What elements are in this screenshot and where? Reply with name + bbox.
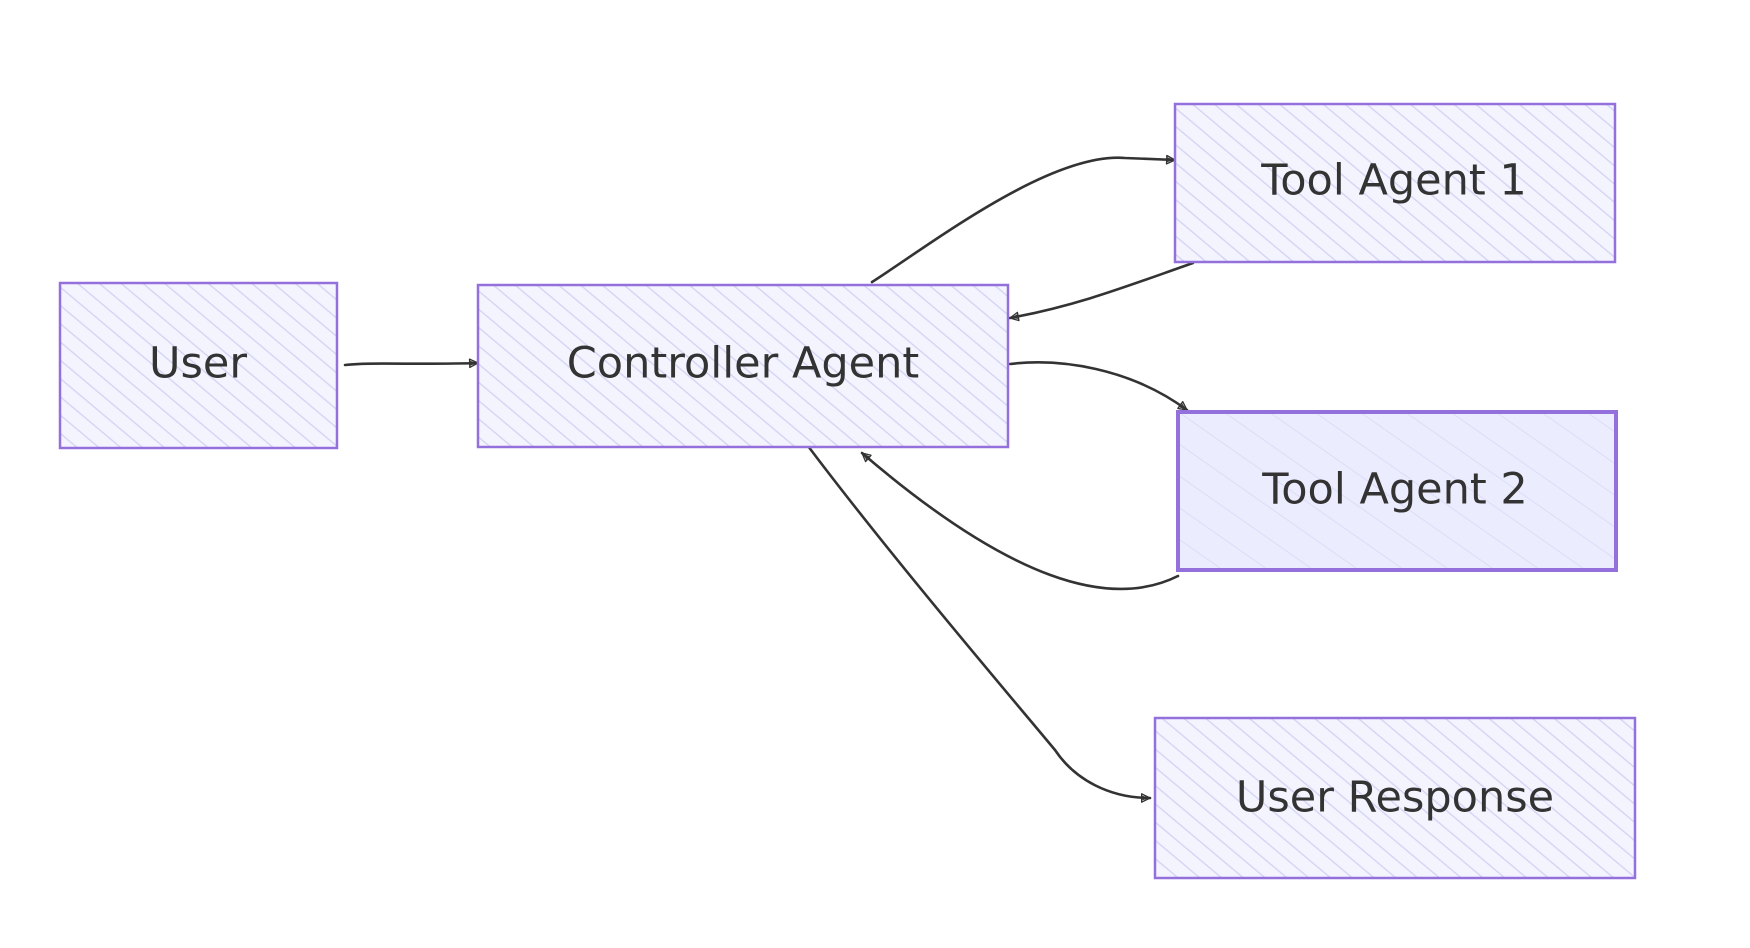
node-user-response[interactable]: User Response [1153,716,1637,880]
node-tool-agent-2[interactable]: Tool Agent 2 [1176,410,1618,572]
edge-tool-agent-1-to-controller [1008,261,1195,322]
node-tool-agent-1[interactable]: Tool Agent 1 [1173,102,1617,264]
edge-controller-to-user-response [806,444,1152,803]
edge-tool-agent-2-to-controller [860,451,1180,591]
node-tool-agent-1-label: Tool Agent 1 [1260,156,1527,206]
edge-controller-to-tool-agent-2 [1008,361,1189,412]
node-controller-agent-label: Controller Agent [567,339,919,389]
edge-user-to-controller [343,358,480,369]
node-user-response-label: User Response [1236,773,1554,823]
node-user-label: User [149,339,247,389]
edge-controller-to-tool-agent-1 [870,154,1177,284]
node-tool-agent-2-label: Tool Agent 2 [1261,465,1528,515]
node-controller-agent[interactable]: Controller Agent [476,283,1010,449]
node-user[interactable]: User [58,281,339,450]
edges [343,154,1195,803]
